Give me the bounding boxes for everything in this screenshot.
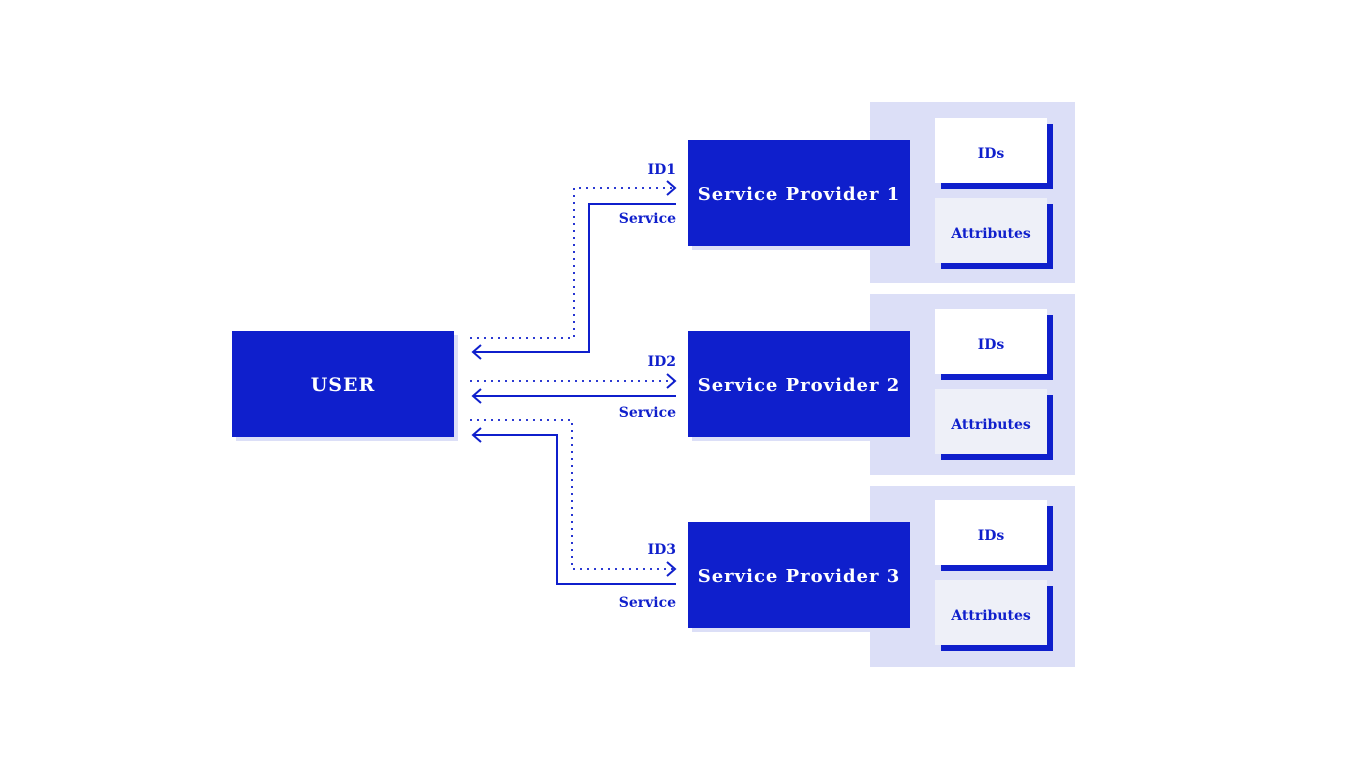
service-edge-arrowhead-2 xyxy=(471,388,482,404)
attributes-box-2 xyxy=(935,389,1047,454)
service-edge-line-3 xyxy=(473,434,676,585)
provider-box-2 xyxy=(688,331,910,437)
id-edge-label-3: ID3 xyxy=(648,542,676,558)
id-edge-arrowhead-2 xyxy=(666,373,677,389)
ids-box-1 xyxy=(935,118,1047,183)
attributes-box-3 xyxy=(935,580,1047,645)
service-edge-arrowhead-3 xyxy=(471,427,482,443)
id-edge-label-2: ID2 xyxy=(648,354,676,370)
attributes-label-2: Attributes xyxy=(950,417,1031,433)
service-edge-label-2: Service xyxy=(619,405,676,421)
service-edge-label-3: Service xyxy=(619,595,676,611)
ids-label-2: IDs xyxy=(978,337,1005,353)
provider-label-2: Service Provider 2 xyxy=(698,375,901,396)
provider-label-3: Service Provider 3 xyxy=(698,566,901,587)
id-edge-arrowhead-1 xyxy=(666,180,677,196)
user-box xyxy=(232,331,454,437)
service-edge-label-1: Service xyxy=(619,211,676,227)
id-edge-line-3 xyxy=(470,419,674,570)
provider-box-3 xyxy=(688,522,910,628)
attributes-box-1 xyxy=(935,198,1047,263)
attributes-label-3: Attributes xyxy=(950,608,1031,624)
service-edge-line-1 xyxy=(473,203,676,353)
id-edge-label-1: ID1 xyxy=(648,162,676,178)
provider-label-1: Service Provider 1 xyxy=(698,184,901,205)
ids-label-3: IDs xyxy=(978,528,1005,544)
ids-box-2 xyxy=(935,309,1047,374)
attributes-label-1: Attributes xyxy=(950,226,1031,242)
id-edge-arrowhead-3 xyxy=(666,561,677,577)
ids-label-1: IDs xyxy=(978,146,1005,162)
user-label: USER xyxy=(311,374,376,396)
service-edge-arrowhead-1 xyxy=(471,344,482,360)
ids-box-3 xyxy=(935,500,1047,565)
provider-box-1 xyxy=(688,140,910,246)
